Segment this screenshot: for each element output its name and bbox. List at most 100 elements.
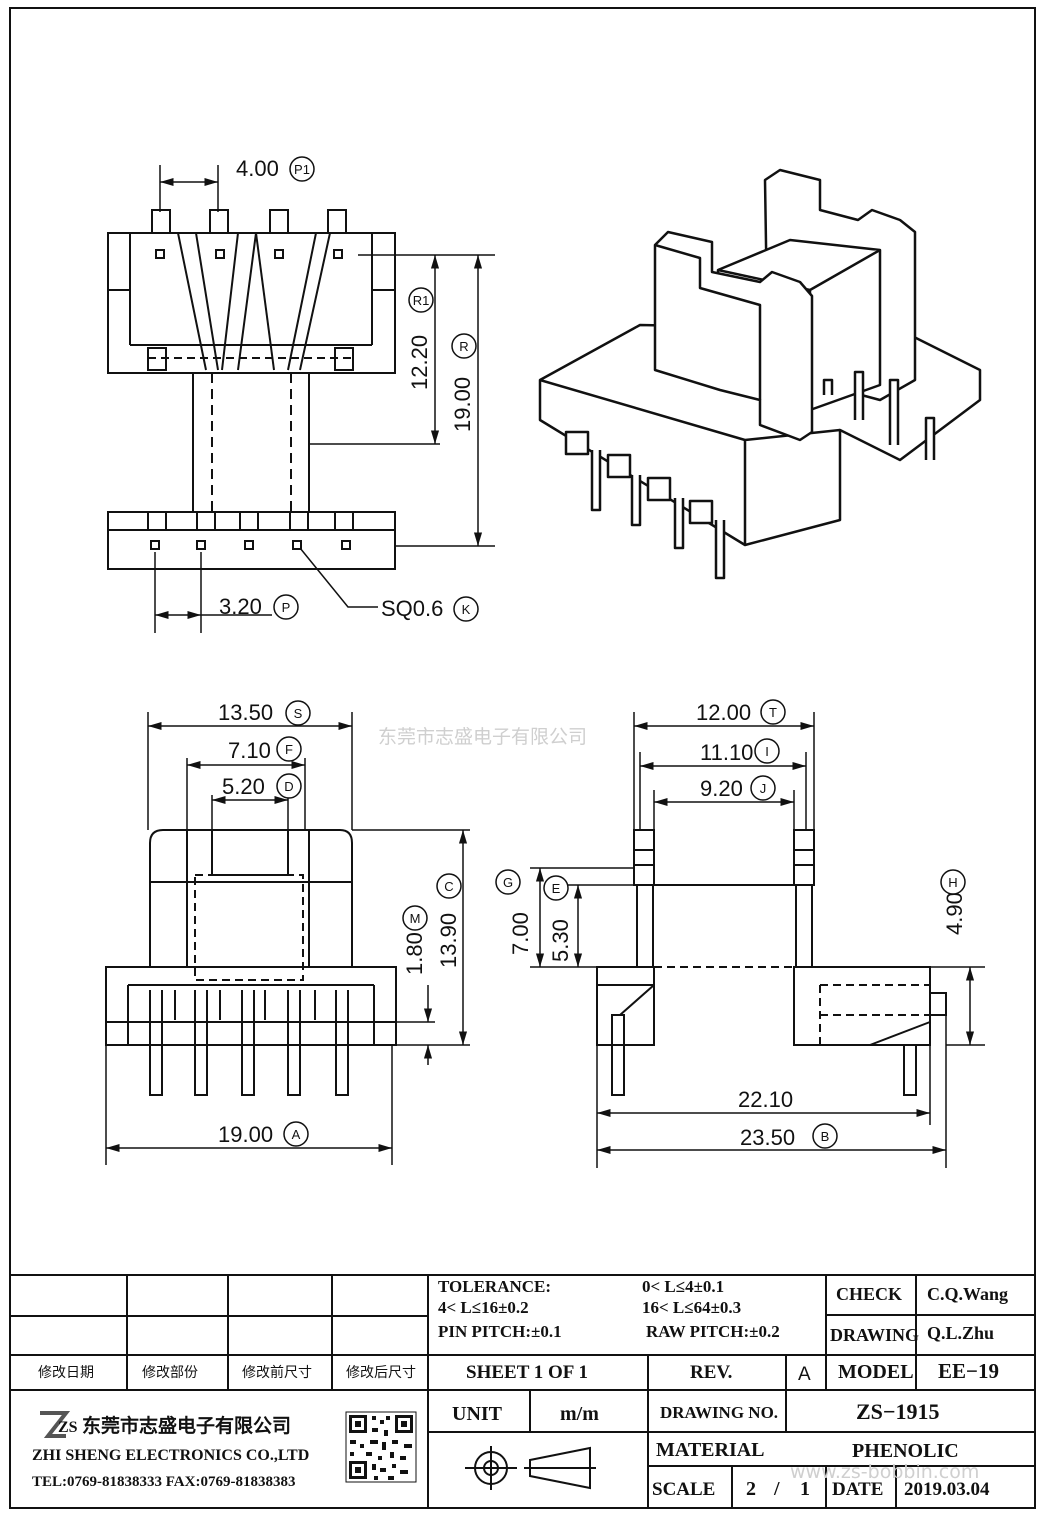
balloon-r-label: R [459, 339, 468, 354]
watermark-company: 东莞市志盛电子有限公司 [378, 726, 587, 748]
dim-g-value: 7.00 [508, 912, 533, 955]
dim-s-value: 13.50 [218, 700, 273, 725]
scale-label: SCALE [652, 1479, 715, 1500]
balloon-p-label: P [282, 600, 291, 615]
tolerance-1: 0< L≤4±0.1 [642, 1277, 724, 1296]
balloon-b-label: B [821, 1129, 830, 1144]
balloon-c-label: C [444, 879, 453, 894]
company-cn: 东莞市志盛电子有限公司 [82, 1414, 291, 1437]
dim-a-value: 19.00 [218, 1122, 273, 1147]
dim-h-value: 4.90 [942, 892, 967, 935]
balloon-t-label: T [769, 705, 777, 720]
scale-sep: / [773, 1478, 780, 1500]
isometric-view [538, 168, 982, 580]
rev-label: REV. [690, 1362, 732, 1383]
date-label: DATE [832, 1479, 883, 1500]
balloon-c [436, 873, 462, 899]
dim-r-value: 19.00 [450, 377, 475, 432]
model-value: EE−19 [938, 1359, 999, 1383]
balloon-r [451, 333, 477, 359]
top-view-dims [154, 165, 495, 633]
balloon-f-label: F [285, 742, 293, 757]
projection-symbol [465, 1446, 596, 1490]
front-view [105, 829, 397, 1096]
drawing-no-value: ZS−1915 [856, 1399, 939, 1424]
balloon-i [754, 738, 780, 764]
drawing-no-label: DRAWING NO. [660, 1403, 778, 1422]
unit-value: m/m [560, 1403, 599, 1425]
check-value: C.Q.Wang [927, 1284, 1008, 1304]
drawing-label: DRAWING [830, 1325, 919, 1345]
model-label: MODEL [838, 1361, 914, 1383]
dim-b-value: 23.50 [740, 1125, 795, 1150]
balloon-j [750, 775, 776, 801]
balloon-h [940, 869, 966, 895]
balloon-r1 [408, 287, 434, 313]
balloon-d [276, 773, 302, 799]
dim-p-value: 3.20 [219, 594, 262, 619]
balloon-g [495, 869, 521, 895]
title-block-grid [10, 1274, 1035, 1508]
balloon-p1-label: P1 [294, 162, 310, 177]
logo-text: ZS [58, 1419, 78, 1436]
dim-c-value: 13.90 [436, 913, 461, 968]
balloon-g-label: G [503, 875, 513, 890]
qr-code [345, 1411, 417, 1483]
top-flange-upper [107, 232, 396, 374]
dim-i-value: 11.10 [700, 740, 753, 765]
tolerance-label: TOLERANCE: [438, 1277, 551, 1296]
rev-header-before: 修改前尺寸 [242, 1364, 312, 1380]
scale-den: 1 [800, 1478, 810, 1500]
rev-header-after: 修改后尺寸 [346, 1364, 416, 1380]
balloon-p1 [289, 156, 315, 182]
dim-r1-value: 12.20 [407, 335, 432, 390]
unit-label: UNIT [452, 1403, 503, 1425]
check-label: CHECK [836, 1284, 902, 1304]
balloon-b [812, 1123, 838, 1149]
balloons [273, 156, 966, 1149]
balloon-s [285, 700, 311, 726]
pin-pitch: PIN PITCH:±0.1 [438, 1322, 562, 1341]
balloon-k-label: K [462, 602, 471, 617]
company-contact: TEL:0769-81838333 FAX:0769-81838383 [32, 1474, 295, 1490]
balloon-m-label: M [410, 911, 421, 926]
rev-value: A [798, 1364, 811, 1385]
balloon-r1-label: R1 [413, 293, 430, 308]
dim-m-value: 1.80 [402, 932, 427, 975]
balloon-j-label: J [760, 781, 767, 796]
dim-f-value: 7.10 [228, 738, 271, 763]
side-view-dims [530, 712, 985, 1168]
balloon-a-label: A [292, 1127, 301, 1142]
rev-header-date: 修改日期 [38, 1364, 94, 1380]
balloon-e-label: E [552, 881, 561, 896]
raw-pitch: RAW PITCH:±0.2 [646, 1322, 780, 1341]
sheet-border [9, 7, 1036, 1509]
tolerance-3: 16< L≤64±0.3 [642, 1298, 741, 1317]
dim-p1-value: 4.00 [236, 156, 279, 181]
balloon-a [283, 1121, 309, 1147]
balloon-p [273, 594, 299, 620]
balloon-d-label: D [284, 779, 293, 794]
dim-e-value: 5.30 [548, 919, 573, 962]
material-value: PHENOLIC [852, 1440, 959, 1462]
balloon-h-label: H [948, 875, 957, 890]
balloon-e [543, 875, 569, 901]
balloon-i-label: I [765, 744, 769, 759]
dim-d-value: 5.20 [222, 774, 265, 799]
sheet-label: SHEET 1 OF 1 [466, 1362, 588, 1383]
dim-k-value: SQ0.6 [381, 596, 443, 621]
balloon-f [276, 736, 302, 762]
rev-header-part: 修改部份 [142, 1364, 198, 1380]
balloon-s-label: S [294, 706, 303, 721]
dim-221-value: 22.10 [738, 1087, 793, 1112]
side-view [596, 829, 947, 1096]
dim-t-value: 12.00 [696, 700, 751, 725]
balloon-m [402, 905, 428, 931]
top-view [107, 209, 396, 570]
drawing-value: Q.L.Zhu [927, 1323, 994, 1343]
front-view-dims [105, 712, 470, 1165]
tolerance-2: 4< L≤16±0.2 [438, 1298, 529, 1317]
company-logo: ZS [40, 1411, 78, 1438]
